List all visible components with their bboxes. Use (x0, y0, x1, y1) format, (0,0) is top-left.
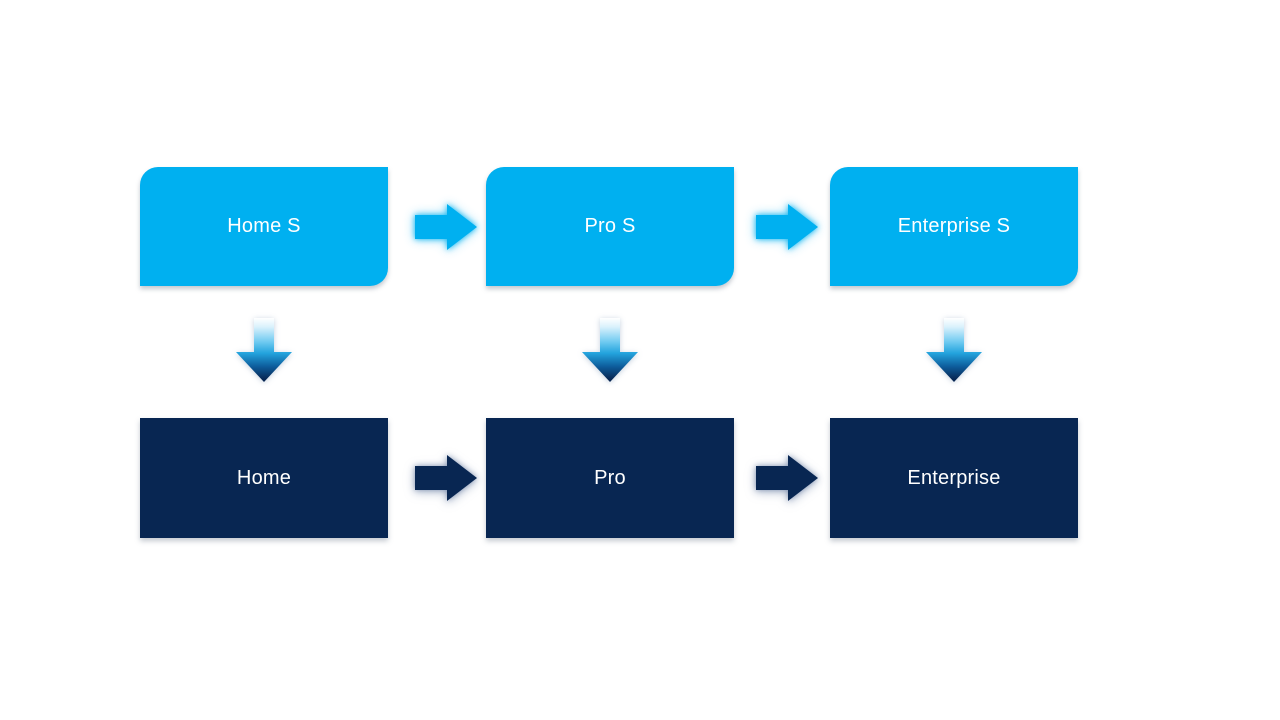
node-label: Pro (594, 466, 626, 489)
node-label: Enterprise (907, 466, 1001, 489)
node-pro: Pro (486, 418, 734, 538)
arrow-shape (756, 204, 818, 250)
node-label: Pro S (584, 215, 636, 237)
node-home: Home (140, 418, 388, 538)
down-arrow-icon (582, 318, 638, 382)
down-arrow-icon (926, 318, 982, 382)
node-label: Home (236, 466, 292, 489)
arrow-shape (415, 455, 477, 501)
node-label: Home S (227, 215, 301, 237)
node-home-s: Home S (140, 167, 388, 286)
node-pro-s: Pro S (486, 167, 734, 286)
right-arrow-icon (415, 455, 477, 501)
arrow-shape (926, 318, 982, 382)
arrow-shape (415, 204, 477, 250)
node-label: Enterprise S (897, 215, 1011, 237)
right-arrow-icon (756, 204, 818, 250)
right-arrow-icon (756, 455, 818, 501)
right-arrow-icon (415, 204, 477, 250)
arrow-shape (236, 318, 292, 382)
node-enterprise-s: Enterprise S (830, 167, 1078, 286)
node-enterprise: Enterprise (830, 418, 1078, 538)
arrow-shape (582, 318, 638, 382)
down-arrow-icon (236, 318, 292, 382)
arrow-shape (756, 455, 818, 501)
